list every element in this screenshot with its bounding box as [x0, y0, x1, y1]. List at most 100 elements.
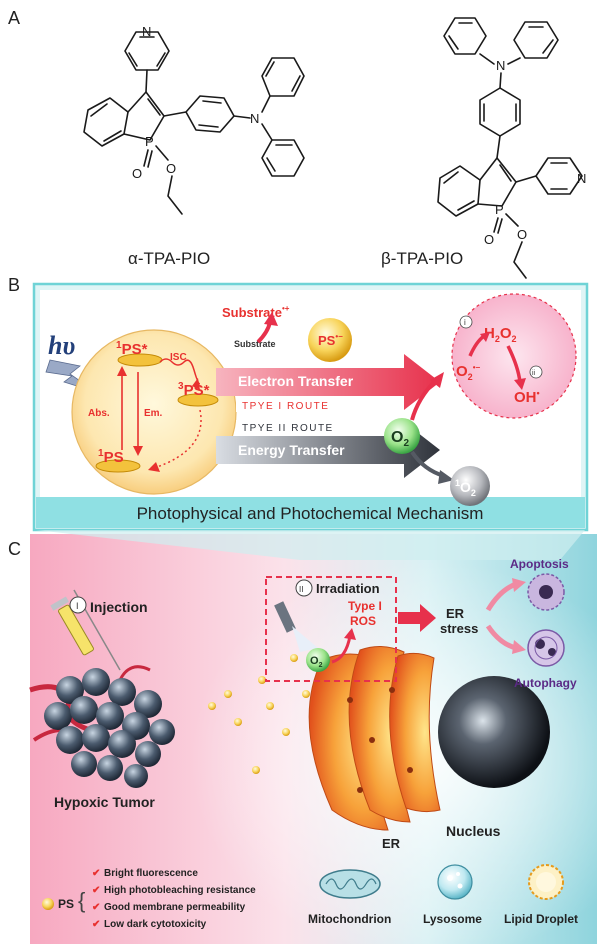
feature-check-1: ✔: [92, 868, 100, 879]
ps1-ground-label: 1PS: [98, 448, 124, 466]
hydroxyl-text: OH: [514, 389, 537, 406]
ps1-excited-label: 1PS*: [116, 340, 148, 358]
step-ii-marker: [529, 365, 543, 379]
ps1-excited-sup: 1: [116, 340, 122, 351]
phosphorescence-arrow: [153, 409, 202, 469]
substrate-cation-label: Substrate•+: [222, 304, 290, 320]
singlet-oxygen-ball: [450, 466, 490, 506]
phosphorescence-arrowhead: [148, 462, 160, 472]
substrate-cation-text: Substrate: [222, 305, 282, 320]
oxygen-label: O2: [391, 429, 409, 449]
h2o2-o: O: [500, 325, 512, 342]
h2o2-to-hydroxyl-arrowhead: [514, 378, 526, 390]
ps-particles: [208, 654, 322, 774]
irradiation-step-num: II: [299, 585, 303, 594]
superoxide-sub: 2: [468, 372, 473, 382]
singlet-oxygen-sup: 1: [455, 478, 460, 488]
atom-n-amine-alpha: N: [250, 111, 259, 126]
mechanism-caption: Photophysical and Photochemical Mechanis…: [137, 504, 484, 523]
type1-route-label: TPYE I ROUTE: [242, 401, 329, 412]
oxygen-ball: [384, 418, 420, 454]
panel-letter-a: A: [8, 8, 20, 28]
ps-legend-label: PS: [58, 897, 74, 911]
atom-o-double-beta: O: [484, 232, 494, 247]
hypoxic-tumor-cluster: [29, 665, 175, 788]
irradiation-oxygen-label: O2: [310, 655, 323, 669]
h2o2-sub1: 2: [495, 334, 500, 344]
ps1-ground-sup: 1: [98, 448, 104, 459]
feature-list: ✔ Bright fluorescence ✔ High photobleach…: [92, 868, 256, 930]
ps3-excited-sup: 3: [178, 381, 184, 392]
mitochondrion-icon: [319, 869, 381, 899]
type1-ros-line2: ROS: [350, 614, 376, 628]
oxygen-to-singlet-arrowhead: [438, 470, 454, 484]
atom-p-beta: P: [495, 202, 504, 217]
to-autophagy-arrowhead: [512, 640, 526, 654]
alpha-tpa-pio-structure: N P O O N: [83, 24, 305, 215]
irradiation-oxygen-sub: 2: [319, 662, 323, 669]
feature-check-2: ✔: [92, 885, 100, 896]
feature-4: Low dark cytotoxicity: [104, 919, 207, 930]
type2-route-bar: [236, 420, 386, 434]
er-label: ER: [382, 836, 401, 851]
electron-transfer-label: Electron Transfer: [238, 373, 354, 389]
feature-1: Bright fluorescence: [104, 868, 198, 879]
step-i-marker: [459, 315, 473, 329]
irradiation-oxygen-ball: [306, 648, 330, 672]
nucleus-icon: [438, 676, 550, 788]
mechanism-caption-bar: [36, 497, 585, 528]
step-i-label: i: [464, 318, 466, 327]
ps-anion-sup: •−: [335, 332, 343, 341]
hydroxyl-label: OH•: [514, 388, 540, 406]
oxygen-to-superoxide-arrow: [410, 378, 438, 421]
irradiation-step-marker: [295, 579, 313, 597]
alpha-molecule-label: α-TPA-PIO: [128, 249, 210, 268]
panel-letter-b: B: [8, 275, 20, 295]
ps1-ground-disc: [95, 459, 141, 473]
injection-label: Injection: [90, 599, 148, 615]
lysosome-icon: [437, 864, 473, 900]
mitochondrion-label: Mitochondrion: [308, 912, 391, 926]
abs-label: Abs.: [88, 408, 110, 419]
ps-anion-text: PS: [318, 333, 336, 348]
atom-n-pyridine-beta: N: [577, 171, 586, 186]
beta-tpa-pio-structure: N P O O N: [437, 17, 586, 279]
ps3-excited-text: PS*: [184, 382, 210, 399]
lipid-droplet-label: Lipid Droplet: [504, 912, 578, 926]
light-source-icon: [274, 601, 318, 652]
ps3-excited-label: 3PS*: [178, 381, 210, 399]
substrate-cation-sup: •+: [282, 304, 290, 313]
ps1-ground-text: PS: [104, 449, 124, 466]
autophagy-cell-icon: [527, 629, 565, 667]
ros-to-er-arrow: [398, 604, 436, 632]
irradiation-label: Irradiation: [316, 581, 380, 596]
oxygen-to-superoxide-arrowhead: [430, 372, 444, 388]
oxygen-to-ros-arrow: [331, 635, 352, 664]
beta-molecule-label: β-TPA-PIO: [381, 249, 463, 268]
h2o2-label: H2O2: [484, 325, 517, 344]
zoom-cone: [36, 530, 585, 560]
abs-arrowhead: [117, 366, 127, 376]
isc-arrow: [159, 358, 201, 385]
isc-label: ISC: [170, 352, 187, 363]
hv-label: hυ: [48, 331, 75, 360]
oxygen-sub: 2: [403, 438, 409, 449]
apoptosis-label: Apoptosis: [510, 557, 569, 571]
atom-p-alpha: P: [145, 134, 154, 149]
oxygen-text: O: [391, 429, 403, 446]
feature-3: Good membrane permeability: [104, 902, 246, 913]
type1-ros-line1: Type I: [348, 599, 382, 613]
em-arrowhead: [133, 446, 143, 456]
ps3-excited-disc: [177, 393, 219, 407]
hypoxic-tumor-label: Hypoxic Tumor: [54, 794, 155, 810]
h2o2-sub2: 2: [512, 334, 517, 344]
electron-transfer-arrow: [216, 354, 440, 410]
ps-anion-label: PS•−: [318, 332, 343, 348]
er-stress-line1: ER: [446, 606, 465, 621]
step-ii-label: ii: [532, 370, 536, 377]
injection-step-marker: [69, 596, 87, 614]
ps-anion-ball: [308, 318, 352, 362]
irradiation-box: [265, 576, 397, 682]
superoxide-sup: •−: [473, 363, 481, 372]
